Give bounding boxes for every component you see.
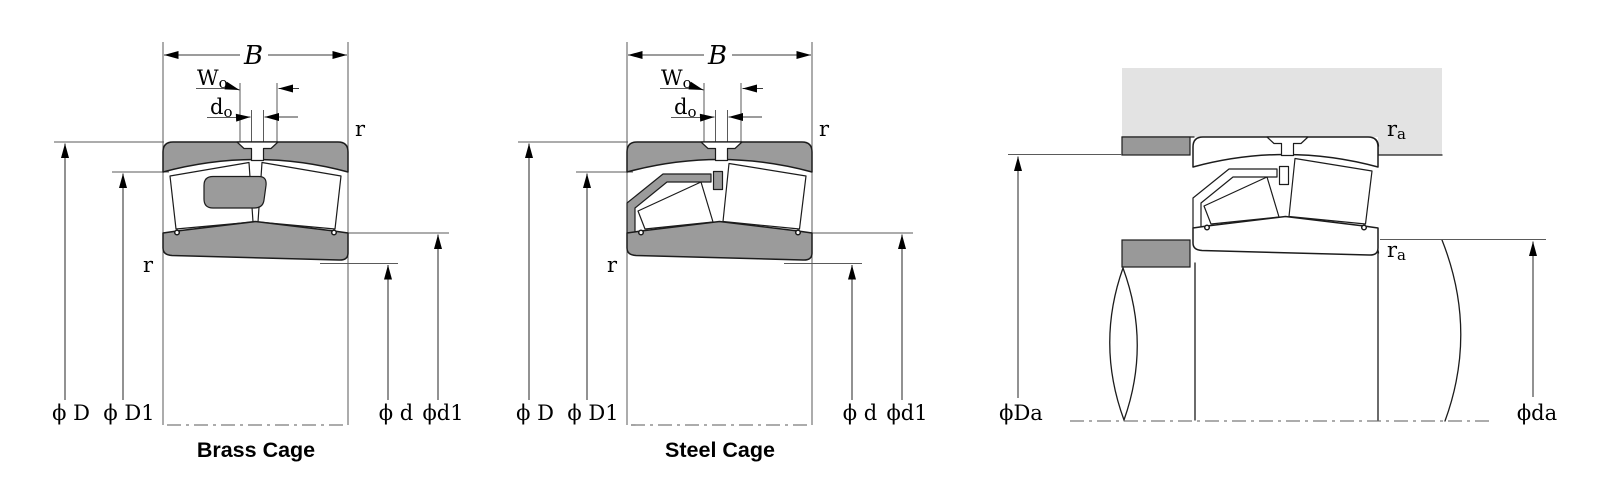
groove-width-label: Wo	[197, 66, 228, 92]
chamfer-label-top: r	[355, 117, 366, 141]
outer-groove-diameter-label: ϕ D1	[567, 401, 618, 425]
inner-shoulder-diameter-label: ϕd1	[886, 401, 927, 425]
chamfer-label-bottom: r	[607, 253, 618, 277]
diagram-caption: Brass Cage	[197, 438, 315, 462]
inner-ring	[162, 220, 349, 261]
construction-lines	[1008, 154, 1546, 240]
oil-hole-label: do	[674, 95, 696, 121]
labels: B Wo do r r ϕ D ϕ D1 ϕ d ϕd1 Brass Cage	[52, 41, 463, 462]
outer-groove-diameter-label: ϕ D1	[103, 401, 154, 425]
bearing-cross-section	[626, 141, 813, 261]
steel-cage-diagram: B Wo do r r ϕ D ϕ D1 ϕ d ϕd1 Steel Cage	[516, 41, 927, 462]
shaft-break-curve	[1441, 239, 1462, 422]
labels: B Wo do r r ϕ D ϕ D1 ϕ d ϕd1 Steel Cage	[516, 41, 927, 462]
housing-abutment-ring	[1121, 136, 1191, 156]
rib-notch-left	[173, 229, 181, 236]
outer-diameter-label: ϕ D	[516, 401, 554, 425]
oil-hole-label: do	[210, 95, 232, 121]
chamfer-label-top: r	[819, 117, 830, 141]
mounting-diagram: ra ra ϕDa ϕda	[999, 68, 1557, 425]
housing-block	[1122, 68, 1442, 155]
groove-width-label: Wo	[661, 66, 692, 92]
outer-diameter-label: ϕ D	[52, 401, 90, 425]
housing-fillet-label: ra	[1387, 117, 1406, 143]
oilhole-arrow-left	[235, 113, 251, 122]
shaft-shoulder-block	[1121, 239, 1191, 268]
groove-width-arrow-left	[688, 81, 704, 91]
shaft-outline	[1109, 239, 1462, 422]
dimension-arrows	[61, 51, 442, 400]
dimension-arrows	[1014, 156, 1537, 398]
shaft-break-lens	[1109, 266, 1138, 422]
brass-cage-block	[203, 175, 267, 209]
bore-diameter-label: ϕ d	[843, 401, 877, 425]
groove-width-arrow-left	[224, 81, 240, 91]
width-label: B	[243, 41, 263, 71]
inner-shoulder-diameter-label: ϕd1	[422, 401, 463, 425]
shaft-abutment-diameter-label: ϕda	[1517, 401, 1557, 425]
rib-notch-right	[330, 229, 338, 236]
roller-right	[257, 161, 342, 230]
labels: ra ra ϕDa ϕda	[999, 117, 1557, 425]
oilhole-arrow-left	[699, 113, 715, 122]
lubrication-groove	[236, 141, 279, 162]
shaft-fillet-label: ra	[1387, 238, 1406, 264]
width-label: B	[707, 41, 727, 71]
bearing-cross-section	[1192, 136, 1379, 256]
diagram-caption: Steel Cage	[665, 438, 775, 462]
bore-diameter-label: ϕ d	[379, 401, 413, 425]
dimension-arrows	[525, 51, 906, 400]
chamfer-label-bottom: r	[143, 253, 154, 277]
construction-lines	[54, 42, 449, 425]
brass-cage-diagram: B Wo do r r ϕ D ϕ D1 ϕ d ϕd1 Brass Cage	[52, 41, 463, 462]
housing-abutment-diameter-label: ϕDa	[999, 401, 1043, 425]
bearing-cross-section	[162, 141, 349, 261]
